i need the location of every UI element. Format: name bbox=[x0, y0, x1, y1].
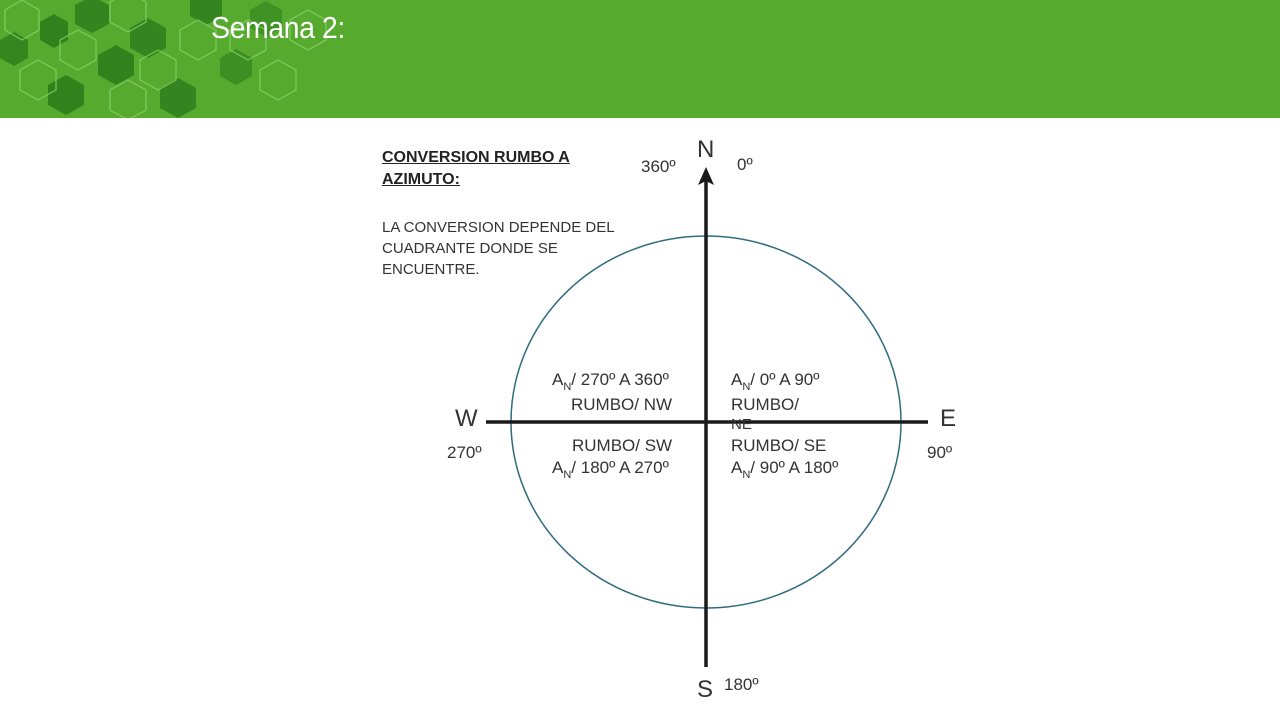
se-azimuth-label: AN/ 90º A 180º bbox=[731, 458, 839, 481]
south-label: S bbox=[697, 676, 714, 703]
west-label: W bbox=[455, 405, 478, 432]
ne-azimuth-label: AN/ 0º A 90º bbox=[731, 370, 820, 393]
conversion-description: LA CONVERSION DEPENDE DEL CUADRANTE DOND… bbox=[382, 219, 615, 278]
north-label: N bbox=[697, 136, 715, 163]
header-banner: Semana 2: bbox=[0, 0, 1280, 118]
slide-title: Semana 2: bbox=[211, 10, 345, 45]
degree-180-label: 180º bbox=[724, 675, 759, 694]
north-arrow-icon bbox=[698, 167, 714, 185]
degree-90-label: 90º bbox=[927, 443, 953, 462]
sw-rumbo-label: RUMBO/ SW bbox=[572, 436, 673, 455]
sw-azimuth-label: AN/ 180º A 270º bbox=[552, 458, 669, 481]
degree-270-label: 270º bbox=[447, 443, 482, 462]
nw-azimuth-label: AN/ 270º A 360º bbox=[552, 370, 669, 393]
conversion-heading: CONVERSION RUMBO A AZIMUTO: bbox=[382, 149, 570, 188]
se-rumbo-label: RUMBO/ SE bbox=[731, 436, 827, 455]
degree-360-label: 360º bbox=[641, 157, 676, 176]
nw-rumbo-label: RUMBO/ NW bbox=[571, 395, 673, 414]
east-label: E bbox=[940, 405, 957, 432]
degree-0-label: 0º bbox=[737, 155, 753, 174]
hexagon-pattern bbox=[0, 0, 327, 118]
ne-rumbo-label-line2: NE bbox=[731, 416, 752, 433]
ne-rumbo-label: RUMBO/ bbox=[731, 395, 799, 414]
